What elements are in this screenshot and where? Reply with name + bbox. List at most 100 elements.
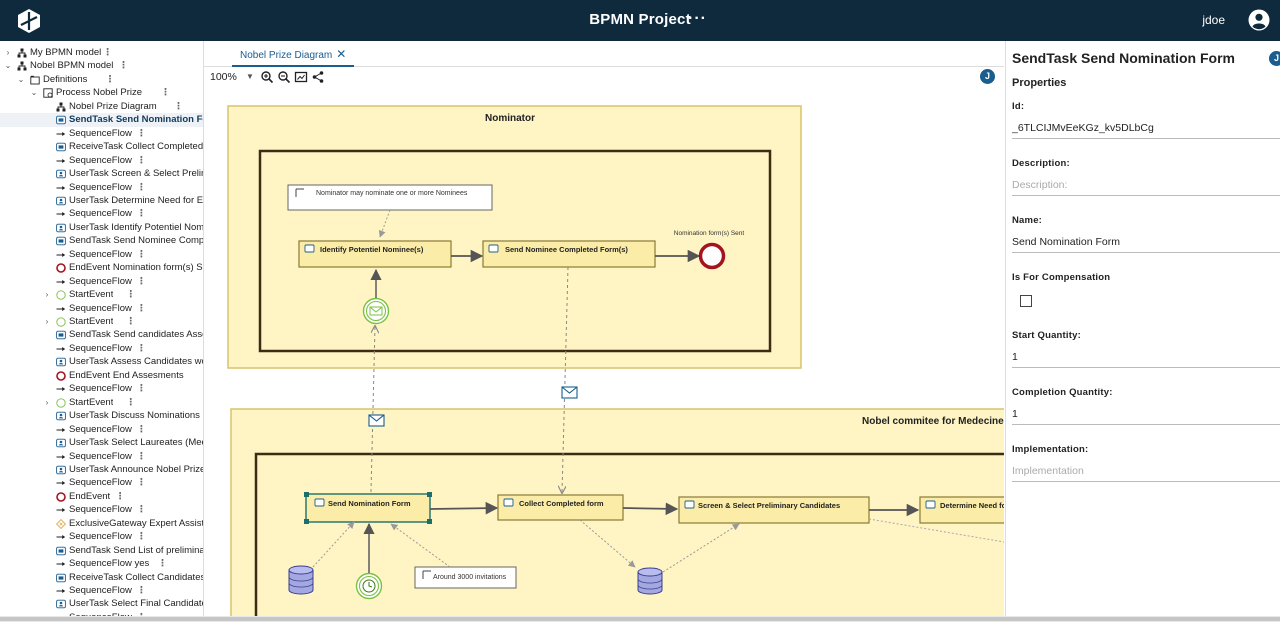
task-screen-select-preliminary[interactable] — [678, 496, 870, 524]
tree-item[interactable]: ⌄Process Nobel Prize⋮ — [0, 86, 203, 100]
tree-item[interactable]: ›StartEvent⋮ — [0, 315, 203, 329]
message-flow[interactable] — [370, 326, 375, 493]
tree-item[interactable]: SequenceFlow⋮ — [0, 154, 203, 168]
more-vertical-icon[interactable]: ⋮ — [102, 47, 113, 58]
zoom-level[interactable]: 100% — [210, 71, 237, 83]
chevron-down-icon[interactable]: ⌄ — [4, 61, 12, 71]
tree-item[interactable]: UserTask Identify Potentiel Nominee — [0, 221, 203, 235]
more-vertical-icon[interactable]: ⋮ — [136, 302, 147, 314]
more-vertical-icon[interactable]: ⋮ — [136, 383, 147, 395]
tree-item[interactable]: SequenceFlow⋮ — [0, 302, 203, 316]
chevron-right-icon[interactable]: › — [45, 317, 49, 326]
account-icon[interactable] — [1248, 9, 1270, 31]
more-vertical-icon[interactable]: ⋮ — [136, 477, 147, 489]
close-icon[interactable]: ✕ — [336, 47, 347, 61]
start-quantity-field[interactable] — [1012, 346, 1280, 368]
user-name[interactable]: jdoe — [1202, 13, 1225, 27]
selection-handle[interactable] — [304, 492, 309, 497]
selection-handle[interactable] — [427, 492, 432, 497]
tab-nobel-prize-diagram[interactable]: Nobel Prize Diagram✕ — [232, 41, 355, 67]
end-event-nomination-sent[interactable] — [698, 242, 726, 270]
task-send-nomination-form[interactable] — [305, 493, 431, 523]
tree-item[interactable]: SequenceFlow⋮ — [0, 181, 203, 195]
tree-item[interactable]: ›My BPMN model⋮ — [0, 46, 203, 60]
tree-item[interactable]: SequenceFlow⋮ — [0, 423, 203, 437]
message-flow[interactable] — [562, 266, 569, 493]
tree-item[interactable]: SendTask Send Nominee Completed — [0, 234, 203, 248]
tree-item[interactable]: SequenceFlow⋮ — [0, 450, 203, 464]
more-vertical-icon[interactable]: ⋮ — [137, 611, 147, 616]
more-vertical-icon[interactable]: ⋮ — [105, 73, 115, 85]
chevron-down-icon[interactable]: ▼ — [246, 72, 254, 81]
project-menu-button[interactable]: ··· — [688, 10, 707, 27]
more-vertical-icon[interactable]: ⋮ — [136, 181, 147, 193]
tree-item[interactable]: UserTask Discuss Nominations on — [0, 409, 203, 423]
more-vertical-icon[interactable]: ⋮ — [136, 154, 147, 166]
tree-item[interactable]: UserTask Assess Candidates work — [0, 355, 203, 369]
selection-handle[interactable] — [427, 519, 432, 524]
zoom-in-icon[interactable] — [260, 70, 274, 84]
chevron-right-icon[interactable]: › — [6, 48, 10, 57]
more-vertical-icon[interactable]: ⋮ — [118, 60, 129, 72]
name-field[interactable] — [1012, 231, 1280, 253]
tree-item[interactable]: ›StartEvent⋮ — [0, 288, 203, 302]
tree-item[interactable]: SequenceFlow⋮ — [0, 611, 203, 616]
tree-item[interactable]: SequenceFlow⋮ — [0, 342, 203, 356]
task-identify-potentiel-nominee[interactable] — [298, 240, 452, 268]
tree-item[interactable]: EndEvent⋮ — [0, 490, 203, 504]
diagram-canvas[interactable]: Nominator Nominator may nominate one or … — [204, 87, 1004, 616]
completion-quantity-field[interactable] — [1012, 403, 1280, 425]
tree-item[interactable]: SequenceFlow⋮ — [0, 530, 203, 544]
more-vertical-icon[interactable]: ⋮ — [136, 248, 147, 260]
description-field[interactable] — [1012, 174, 1280, 196]
more-vertical-icon[interactable]: ⋮ — [136, 275, 147, 287]
tree-item[interactable]: ReceiveTask Collect Candidates — [0, 571, 203, 585]
more-vertical-icon[interactable]: ⋮ — [115, 490, 125, 502]
selection-handle[interactable] — [304, 519, 309, 524]
zoom-out-icon[interactable] — [277, 70, 291, 84]
id-field[interactable] — [1012, 117, 1280, 139]
tree-item[interactable]: ⌄Definitions⋮ — [0, 73, 203, 87]
data-store[interactable] — [288, 565, 314, 595]
more-vertical-icon[interactable]: ⋮ — [136, 450, 147, 462]
tree-item[interactable]: SendTask Send List of preliminary — [0, 544, 203, 558]
data-store[interactable] — [637, 567, 663, 595]
more-vertical-icon[interactable]: ⋮ — [136, 531, 147, 543]
annotation-nominator[interactable] — [287, 184, 493, 211]
tree-item[interactable]: SequenceFlow⋮ — [0, 584, 203, 598]
collaborator-avatar[interactable]: J — [1269, 51, 1280, 66]
tree-item[interactable]: EndEvent Nomination form(s) Sent — [0, 261, 203, 275]
tree-item[interactable]: SendTask Send Nomination Form — [0, 113, 203, 127]
chevron-down-icon[interactable]: ⌄ — [30, 88, 38, 98]
tree-item[interactable]: SequenceFlow⋮ — [0, 248, 203, 262]
more-vertical-icon[interactable]: ⋮ — [160, 87, 171, 99]
tree-item[interactable]: UserTask Screen & Select Preliminary — [0, 167, 203, 181]
tree-item[interactable]: UserTask Announce Nobel Prize — [0, 463, 203, 477]
tree-item[interactable]: UserTask Determine Need for Expert — [0, 194, 203, 208]
task-send-nominee-completed[interactable] — [482, 240, 656, 268]
implementation-field[interactable] — [1012, 460, 1280, 482]
tree-item[interactable]: EndEvent End Assesments — [0, 369, 203, 383]
more-vertical-icon[interactable]: ⋮ — [173, 100, 184, 112]
chevron-right-icon[interactable]: › — [45, 290, 49, 300]
tree-item[interactable]: UserTask Select Laureates (Meeting) — [0, 436, 203, 450]
tree-item[interactable]: SendTask Send candidates Assessment — [0, 328, 203, 342]
chevron-right-icon[interactable]: › — [45, 397, 49, 407]
annotation-invitations[interactable] — [414, 566, 517, 589]
compensation-checkbox[interactable] — [1020, 295, 1032, 307]
more-vertical-icon[interactable]: ⋮ — [136, 127, 147, 139]
tree-item[interactable]: SequenceFlow⋮ — [0, 275, 203, 289]
bpmn-diagram[interactable]: Nominator Nominator may nominate one or … — [204, 87, 1004, 616]
tree-item[interactable]: ⌄Nobel BPMN model⋮ — [0, 59, 203, 73]
collaborator-avatar[interactable]: J — [980, 69, 995, 84]
more-vertical-icon[interactable]: ⋮ — [126, 316, 136, 327]
task-collect-completed-form[interactable] — [497, 494, 624, 521]
more-vertical-icon[interactable]: ⋮ — [126, 289, 136, 301]
more-vertical-icon[interactable]: ⋮ — [136, 208, 147, 220]
tree-item[interactable]: Nobel Prize Diagram⋮ — [0, 100, 203, 114]
tree-item[interactable]: SequenceFlow⋮ — [0, 503, 203, 517]
sequence-flow[interactable] — [429, 501, 499, 515]
tree-item[interactable]: ›StartEvent⋮ — [0, 396, 203, 410]
scrollbar-thumb[interactable] — [0, 617, 1280, 621]
more-vertical-icon[interactable]: ⋮ — [136, 423, 147, 435]
